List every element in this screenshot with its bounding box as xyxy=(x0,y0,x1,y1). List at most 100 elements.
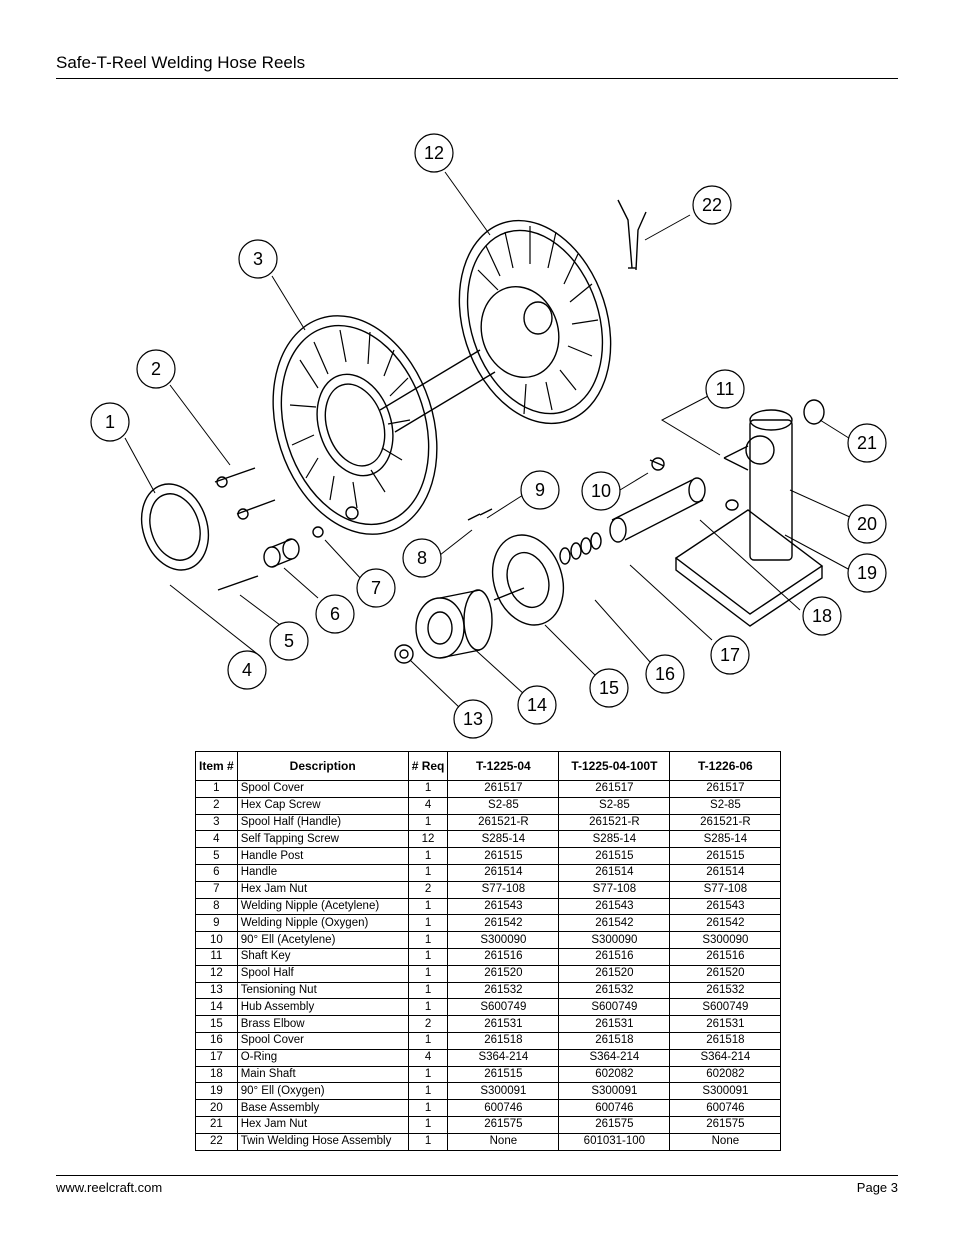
table-cell-b: 602082 xyxy=(558,1065,671,1084)
table-cell-item: 22 xyxy=(195,1132,238,1151)
table-cell-desc: Hex Jam Nut xyxy=(236,880,409,899)
table-cell-desc: Tensioning Nut xyxy=(236,981,409,1000)
callout-label: 12 xyxy=(424,143,444,163)
table-cell-c: S300090 xyxy=(669,931,782,949)
table-cell-b: S2-85 xyxy=(558,796,671,815)
table-cell-req: 1 xyxy=(407,1115,449,1134)
callout-label: 13 xyxy=(463,709,483,729)
callout-label: 8 xyxy=(417,548,427,568)
callout-label: 10 xyxy=(591,481,611,501)
table-cell-item: 11 xyxy=(195,947,238,966)
callout-label: 6 xyxy=(330,604,340,624)
table-cell-b: S77-108 xyxy=(558,880,671,899)
callout-label: 9 xyxy=(535,480,545,500)
table-cell-b: 261543 xyxy=(558,897,671,916)
table-header-row: Item # Description # Req T-1225-04 T-122… xyxy=(195,751,782,781)
table-cell-c: 600746 xyxy=(669,1099,782,1117)
table-cell-c: S364-214 xyxy=(669,1048,782,1067)
table-cell-a: 261517 xyxy=(447,780,560,798)
table-cell-a: 261542 xyxy=(447,914,560,933)
table-cell-c: S77-108 xyxy=(669,880,782,899)
table-cell-item: 15 xyxy=(195,1015,238,1033)
header-description: Description xyxy=(236,751,409,781)
table-cell-b: S600749 xyxy=(558,998,671,1017)
table-cell-a: 261514 xyxy=(447,863,560,882)
table-cell-b: 261575 xyxy=(558,1115,671,1134)
table-cell-a: 261543 xyxy=(447,897,560,916)
table-cell-a: 261520 xyxy=(447,964,560,983)
table-cell-item: 8 xyxy=(195,897,238,916)
table-cell-req: 4 xyxy=(407,1048,449,1067)
table-cell-desc: Base Assembly xyxy=(236,1099,409,1117)
table-cell-a: 261515 xyxy=(447,847,560,865)
footer-rule xyxy=(56,1175,898,1176)
table-cell-desc: Handle Post xyxy=(236,847,409,865)
table-cell-desc: Welding Nipple (Oxygen) xyxy=(236,914,409,933)
callout-label: 19 xyxy=(857,563,877,583)
callout-label: 2 xyxy=(151,359,161,379)
callout-label: 7 xyxy=(371,578,381,598)
table-cell-item: 13 xyxy=(195,981,238,1000)
callout-label: 1 xyxy=(105,412,115,432)
table-cell-b: 261518 xyxy=(558,1031,671,1050)
callout-label: 15 xyxy=(599,678,619,698)
header-req: # Req xyxy=(407,751,449,781)
table-cell-a: 261575 xyxy=(447,1115,560,1134)
table-cell-item: 21 xyxy=(195,1115,238,1134)
table-cell-req: 1 xyxy=(407,964,449,983)
table-cell-c: 261517 xyxy=(669,780,782,798)
table-cell-req: 1 xyxy=(407,947,449,966)
table-cell-a: 261515 xyxy=(447,1065,560,1084)
callout-label: 11 xyxy=(716,379,735,399)
table-cell-desc: Self Tapping Screw xyxy=(236,830,409,849)
table-cell-c: 261521-R xyxy=(669,813,782,832)
table-cell-c: 261516 xyxy=(669,947,782,966)
table-cell-item: 18 xyxy=(195,1065,238,1084)
callout-label: 3 xyxy=(253,249,263,269)
parts-table: Item # Description # Req T-1225-04 T-122… xyxy=(195,751,782,1151)
table-cell-a: S285-14 xyxy=(447,830,560,849)
table-cell-req: 1 xyxy=(407,1065,449,1084)
callout-label: 22 xyxy=(702,195,722,215)
table-cell-item: 7 xyxy=(195,880,238,899)
callout-label: 4 xyxy=(242,660,252,680)
table-cell-b: 261514 xyxy=(558,863,671,882)
table-cell-c: None xyxy=(669,1132,782,1151)
table-cell-req: 1 xyxy=(407,981,449,1000)
table-cell-c: S285-14 xyxy=(669,830,782,849)
table-cell-item: 3 xyxy=(195,813,238,832)
callout-label: 5 xyxy=(284,631,294,651)
table-cell-req: 1 xyxy=(407,1099,449,1117)
table-cell-b: 261520 xyxy=(558,964,671,983)
table-cell-desc: Spool Cover xyxy=(236,780,409,798)
table-cell-item: 19 xyxy=(195,1082,238,1101)
footer-url: www.reelcraft.com xyxy=(56,1180,163,1195)
table-cell-req: 1 xyxy=(407,897,449,916)
table-cell-req: 1 xyxy=(407,780,449,798)
table-cell-desc: Brass Elbow xyxy=(236,1015,409,1033)
table-cell-desc: Hex Cap Screw xyxy=(236,796,409,815)
table-cell-desc: 90° Ell (Oxygen) xyxy=(236,1082,409,1101)
header-model-a: T-1225-04 xyxy=(447,751,560,781)
table-cell-a: 261532 xyxy=(447,981,560,1000)
table-cell-c: 261543 xyxy=(669,897,782,916)
table-cell-c: 261515 xyxy=(669,847,782,865)
table-cell-desc: 90° Ell (Acetylene) xyxy=(236,931,409,949)
table-cell-b: S300091 xyxy=(558,1082,671,1101)
callout-label: 20 xyxy=(857,514,877,534)
table-cell-c: S2-85 xyxy=(669,796,782,815)
table-cell-desc: Hex Jam Nut xyxy=(236,1115,409,1134)
table-cell-c: 261575 xyxy=(669,1115,782,1134)
table-cell-item: 17 xyxy=(195,1048,238,1067)
table-cell-a: None xyxy=(447,1132,560,1151)
table-cell-req: 1 xyxy=(407,914,449,933)
table-cell-desc: Shaft Key xyxy=(236,947,409,966)
table-cell-c: 261531 xyxy=(669,1015,782,1033)
